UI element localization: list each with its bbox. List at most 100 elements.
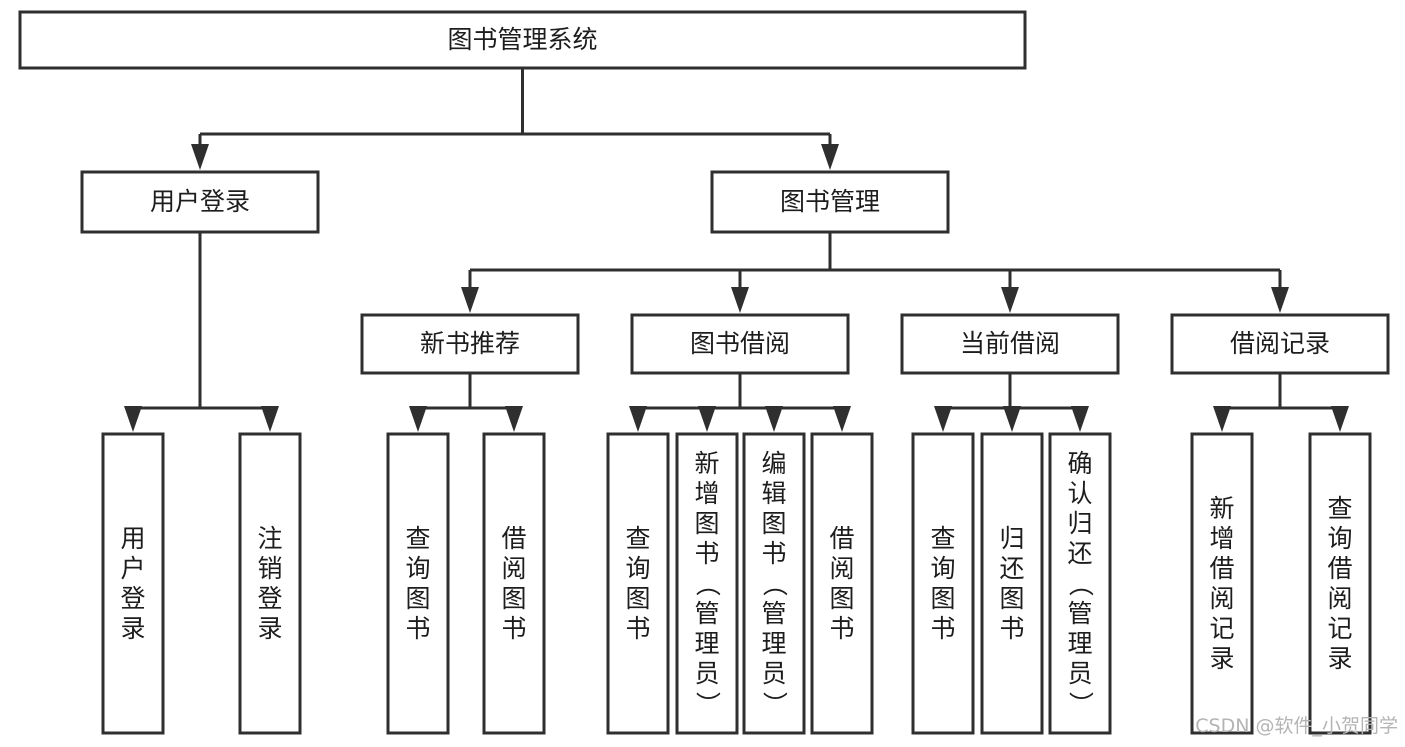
- svg-text:图: 图: [999, 584, 1024, 613]
- svg-text:图: 图: [761, 509, 786, 538]
- node-box-root-system: [18, 10, 1027, 70]
- svg-text:登: 登: [257, 584, 282, 613]
- svg-text:（: （: [760, 571, 789, 596]
- arrow-head-icon: [833, 406, 851, 432]
- arrow-head-icon: [821, 144, 839, 170]
- svg-text:确: 确: [1067, 449, 1092, 478]
- arrow-head-icon: [261, 406, 279, 432]
- arrow-head-icon: [1003, 406, 1021, 432]
- svg-text:还: 还: [1067, 539, 1092, 568]
- node-label-level2-0: 用户登录: [150, 187, 250, 216]
- svg-text:借: 借: [829, 524, 854, 553]
- arrow-head-icon: [505, 406, 523, 432]
- svg-text:管: 管: [694, 599, 719, 628]
- node-box-leaf-1: [238, 432, 302, 735]
- node-box-leaf-0: [101, 432, 165, 735]
- svg-text:员: 员: [761, 659, 786, 688]
- node-box-leaf-2: [386, 432, 450, 735]
- svg-text:）: ）: [760, 691, 789, 716]
- node-label-level3-2: 当前借阅: [960, 329, 1060, 358]
- arrow-head-icon: [731, 287, 749, 313]
- svg-text:图: 图: [829, 584, 854, 613]
- svg-text:录: 录: [1209, 644, 1234, 673]
- svg-text:归: 归: [999, 524, 1024, 553]
- svg-text:图: 图: [405, 584, 430, 613]
- svg-text:阅: 阅: [1209, 584, 1234, 613]
- node-box-leaf-4: [606, 432, 670, 735]
- node-box-leaf-12: [1308, 432, 1372, 735]
- node-label-level2-1: 图书管理: [780, 187, 880, 216]
- arrow-head-icon: [1213, 406, 1231, 432]
- svg-text:归: 归: [1067, 509, 1092, 538]
- node-box-level3-0: [360, 313, 580, 375]
- csdn-watermark: CSDN @软件_小贺同学: [1195, 715, 1398, 737]
- node-box-leaf-3: [482, 432, 546, 735]
- node-box-leaf-5: [675, 432, 739, 735]
- node-box-leaf-6: [742, 432, 806, 735]
- arrow-head-icon: [1271, 287, 1289, 313]
- svg-text:员: 员: [694, 659, 719, 688]
- node-box-level2-1: [710, 170, 950, 234]
- svg-text:理: 理: [761, 629, 786, 658]
- svg-text:管: 管: [761, 599, 786, 628]
- svg-text:用: 用: [120, 524, 145, 553]
- arrow-head-icon: [191, 144, 209, 170]
- svg-text:书: 书: [625, 614, 650, 643]
- arrow-head-icon: [765, 406, 783, 432]
- svg-text:管: 管: [1067, 599, 1092, 628]
- node-box-level3-1: [630, 313, 850, 375]
- svg-text:还: 还: [999, 554, 1024, 583]
- svg-text:书: 书: [501, 614, 526, 643]
- node-box-level3-3: [1170, 313, 1390, 375]
- svg-text:查: 查: [405, 524, 430, 553]
- node-box-level3-2: [900, 313, 1120, 375]
- svg-text:阅: 阅: [829, 554, 854, 583]
- svg-text:查: 查: [1327, 494, 1352, 523]
- svg-text:（: （: [693, 571, 722, 596]
- svg-text:查: 查: [625, 524, 650, 553]
- node-label-root-system: 图书管理系统: [447, 25, 597, 54]
- node-box-leaf-10: [1048, 432, 1112, 735]
- node-box-leaf-7: [810, 432, 874, 735]
- svg-text:）: ）: [1066, 691, 1095, 716]
- arrow-head-icon: [461, 287, 479, 313]
- svg-text:）: ）: [693, 691, 722, 716]
- svg-text:员: 员: [1067, 659, 1092, 688]
- node-box-leaf-11: [1190, 432, 1254, 735]
- svg-text:录: 录: [120, 614, 145, 643]
- node-label-level3-0: 新书推荐: [420, 329, 520, 358]
- svg-text:书: 书: [829, 614, 854, 643]
- node-box-leaf-8: [911, 432, 975, 735]
- boxes-layer: [18, 10, 1390, 735]
- arrow-head-icon: [124, 406, 142, 432]
- svg-text:阅: 阅: [1327, 584, 1352, 613]
- svg-text:销: 销: [257, 554, 282, 583]
- arrow-head-icon: [409, 406, 427, 432]
- svg-text:增: 增: [1209, 524, 1234, 553]
- svg-text:询: 询: [405, 554, 430, 583]
- arrow-head-icon: [629, 406, 647, 432]
- node-label-level3-1: 图书借阅: [690, 329, 790, 358]
- arrow-head-icon: [1331, 406, 1349, 432]
- svg-text:书: 书: [694, 539, 719, 568]
- labels-layer: 图书管理系统用户登录图书管理新书推荐图书借阅当前借阅借阅记录用户登录注销登录查询…: [120, 25, 1352, 716]
- node-box-level2-0: [80, 170, 320, 234]
- svg-text:书: 书: [930, 614, 955, 643]
- arrow-head-icon: [1001, 287, 1019, 313]
- arrow-head-icon: [934, 406, 952, 432]
- svg-text:询: 询: [625, 554, 650, 583]
- svg-text:询: 询: [930, 554, 955, 583]
- svg-text:图: 图: [625, 584, 650, 613]
- svg-text:登: 登: [120, 584, 145, 613]
- svg-text:理: 理: [1067, 629, 1092, 658]
- node-label-leaf-0: 用户登录: [120, 524, 145, 643]
